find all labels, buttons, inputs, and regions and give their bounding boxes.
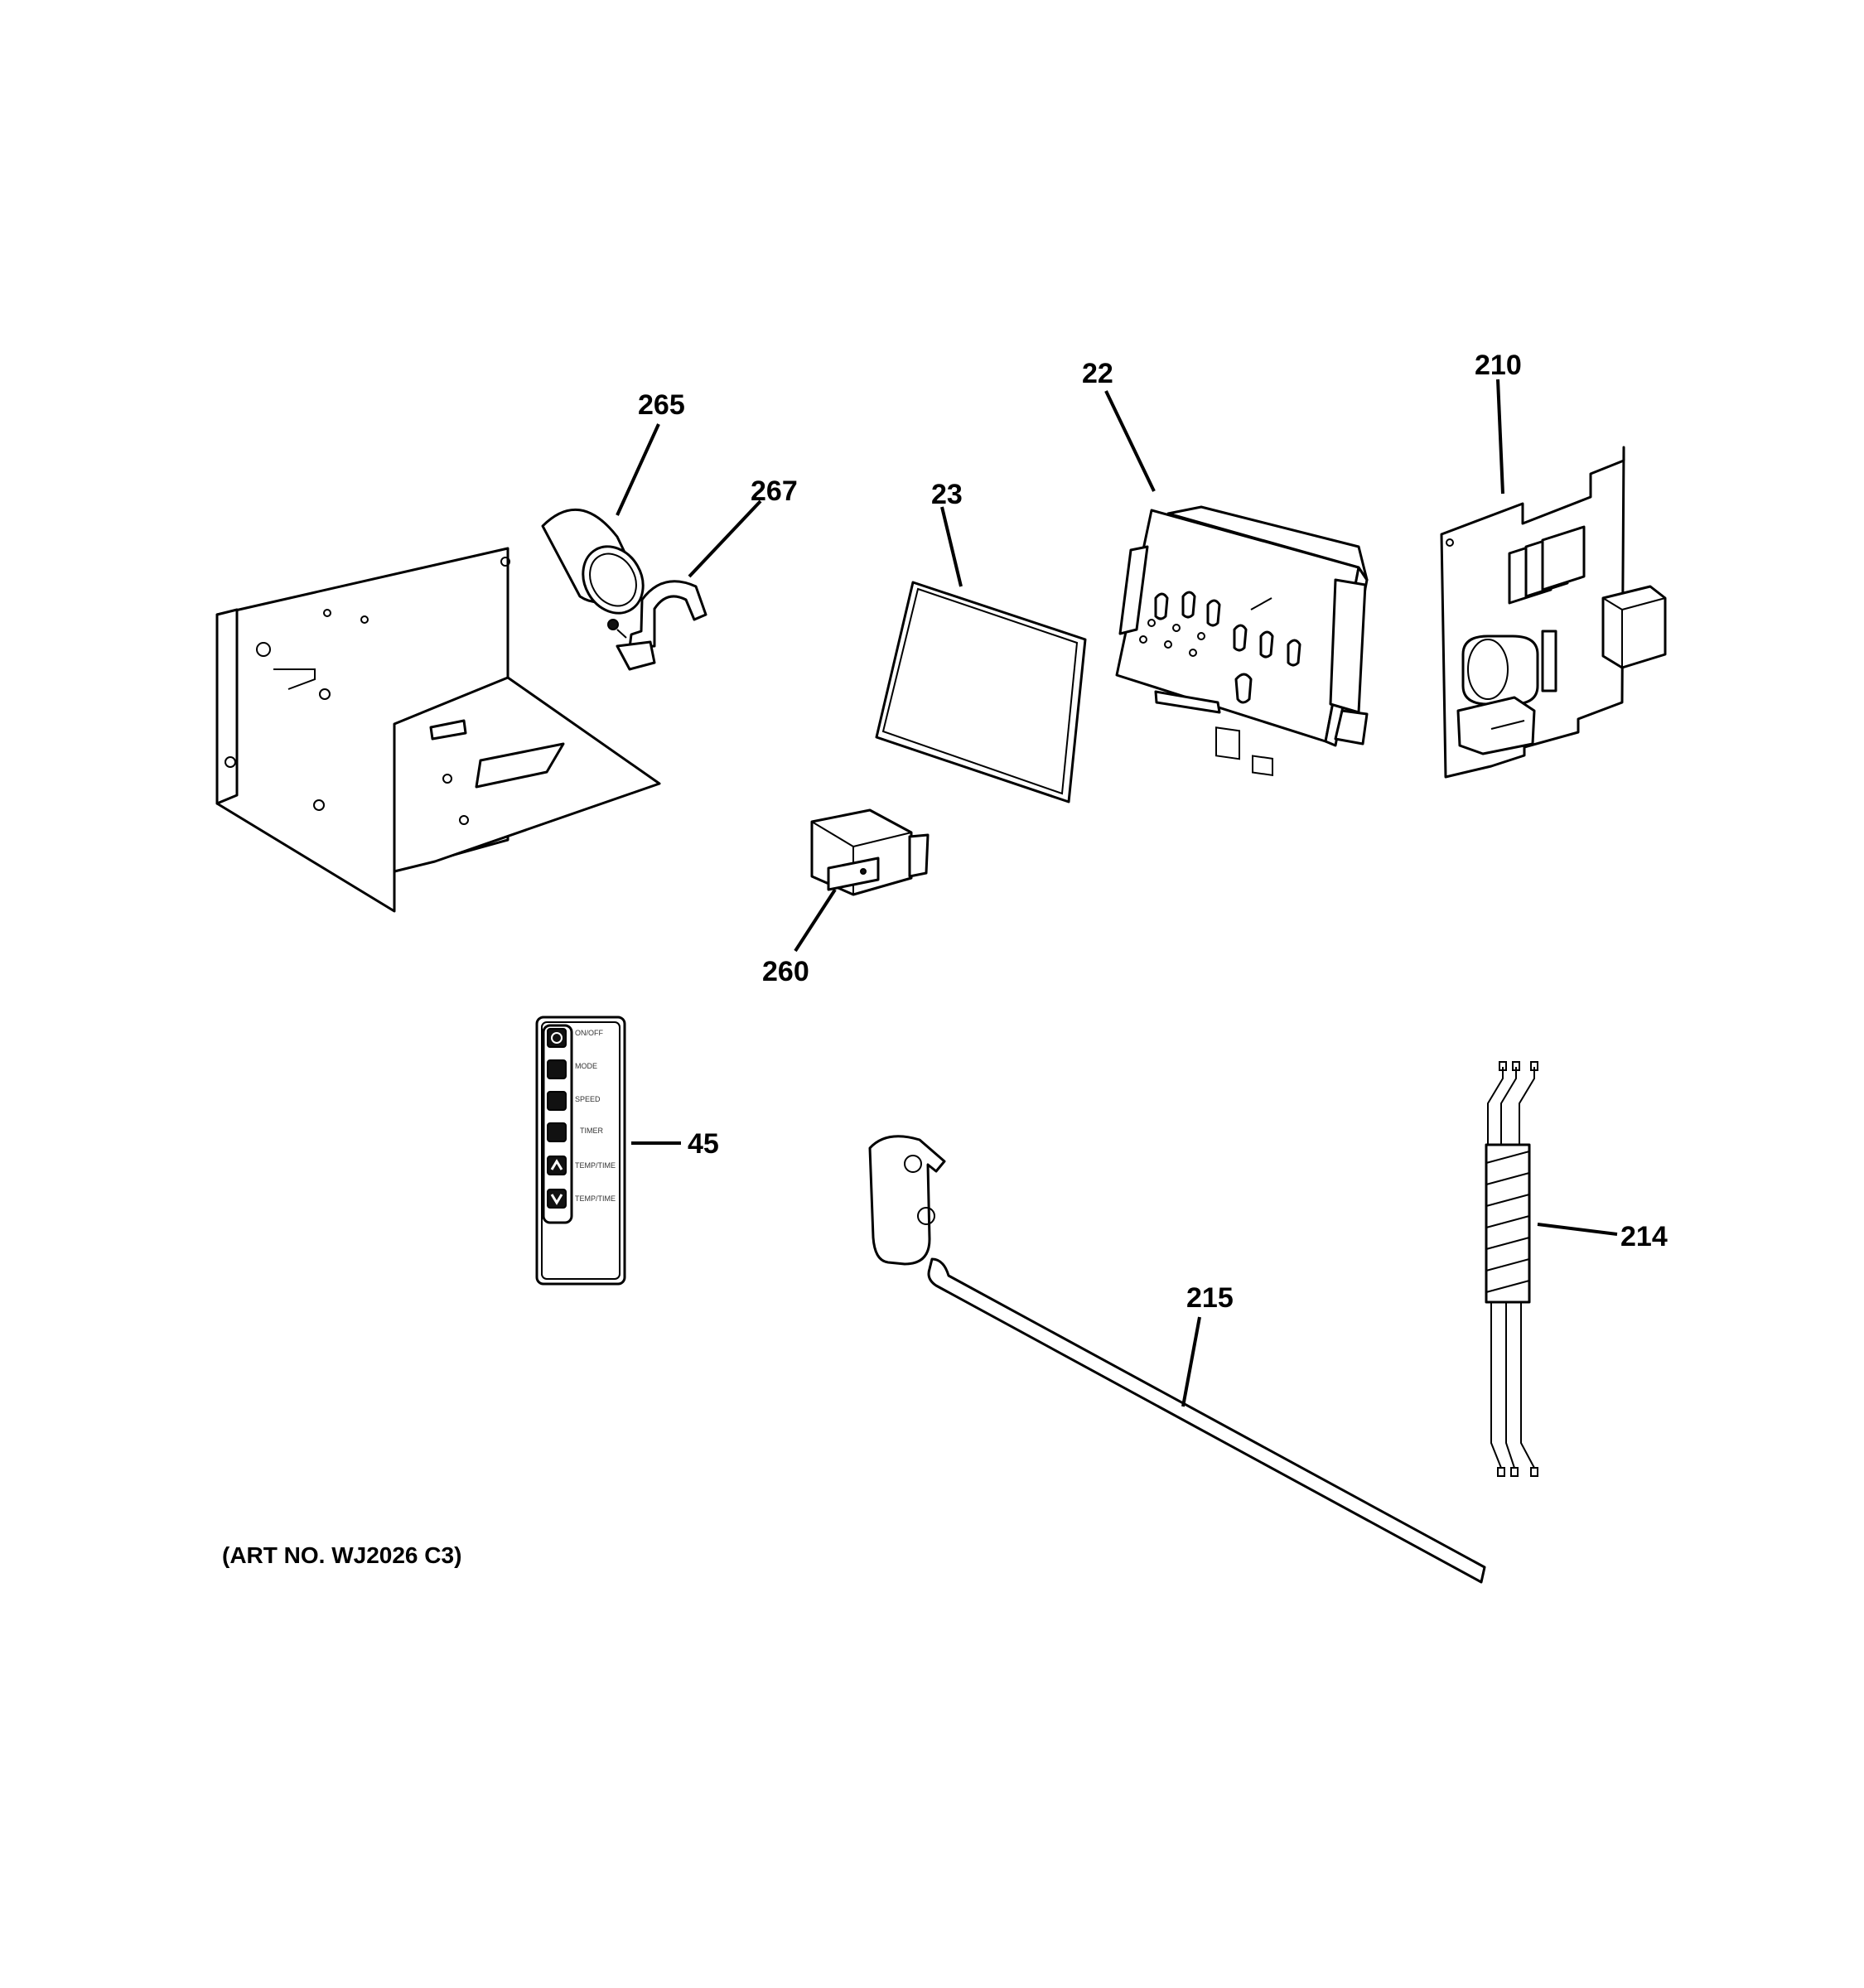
remote-button-mode: MODE: [547, 1059, 597, 1079]
callout-260: 260: [762, 956, 809, 987]
part-215-thermistor: [868, 1135, 1486, 1584]
callout-215: 215: [1186, 1282, 1234, 1314]
part-23-panel: [875, 581, 1087, 803]
callout-23: 23: [931, 479, 963, 510]
leader-lines: [616, 379, 1618, 1407]
control-box-bracket: [215, 547, 661, 913]
callout-265: 265: [638, 389, 685, 421]
part-210-pcb: [1440, 446, 1667, 779]
part-214-harness: [1485, 1061, 1538, 1477]
part-45-remote: ON/OFF MODE SPEED TIMER TEMP/TIME TEMP/T…: [535, 1016, 626, 1286]
art-number: (ART NO. WJ2026 C3): [222, 1542, 462, 1568]
remote-label-5: TEMP/TIME: [575, 1161, 616, 1170]
part-260-transformer: [810, 808, 930, 896]
callout-214: 214: [1620, 1221, 1668, 1252]
remote-label-1: ON/OFF: [575, 1029, 603, 1037]
remote-button-on-off: ON/OFF: [547, 1028, 603, 1048]
callout-267: 267: [751, 475, 798, 507]
callout-22: 22: [1082, 358, 1113, 389]
remote-label-3: SPEED: [575, 1095, 601, 1103]
remote-label-6: TEMP/TIME: [575, 1194, 616, 1203]
callout-labels: 265 267 23 22 210 260 45 215 214: [638, 350, 1668, 1314]
remote-label-4: TIMER: [580, 1127, 603, 1135]
callout-210: 210: [1475, 350, 1522, 381]
remote-button-temp-down: TEMP/TIME: [547, 1189, 616, 1209]
part-265-sleeve: [541, 508, 645, 615]
part-22-control-housing: [1115, 505, 1369, 777]
remote-button-speed: SPEED: [547, 1091, 601, 1111]
part-267-clamp: [607, 580, 707, 671]
remote-button-temp-up: TEMP/TIME: [547, 1156, 616, 1175]
callout-45: 45: [688, 1128, 719, 1160]
remote-label-2: MODE: [575, 1062, 597, 1070]
remote-button-timer: TIMER: [547, 1122, 603, 1142]
